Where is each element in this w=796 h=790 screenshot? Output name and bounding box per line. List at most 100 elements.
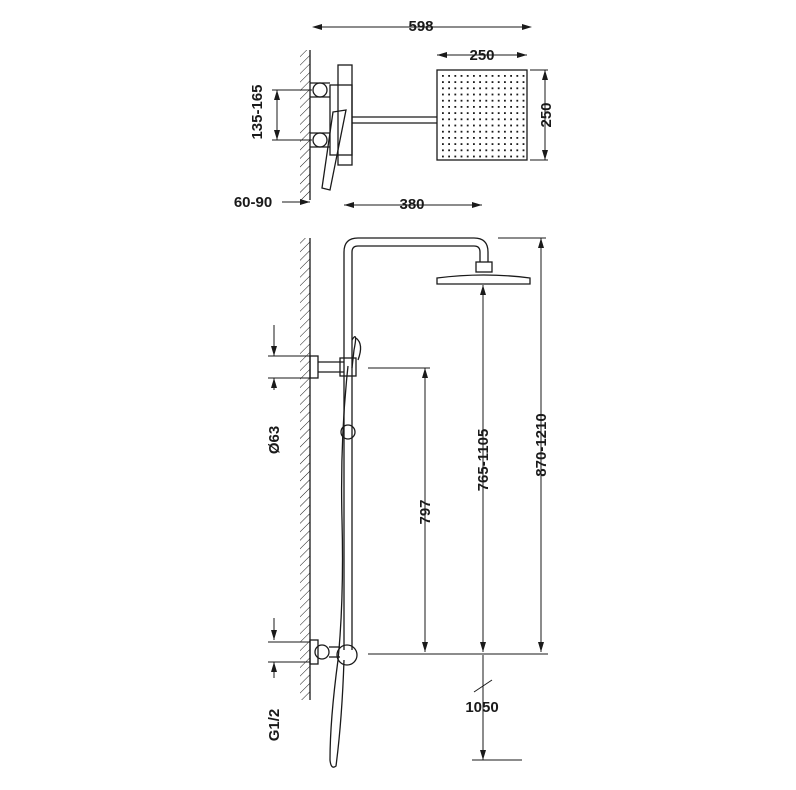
nozzle-dot [454,124,457,127]
hand-shower-holder [340,336,362,440]
nozzle-dot [460,81,463,83]
nozzle-dot [485,143,488,145]
nozzle-dot [442,137,444,139]
lower-valve [309,639,358,666]
nozzle-dot [522,87,525,90]
nozzle-dot [491,99,494,102]
nozzle-dot [504,81,506,83]
nozzle-dot [473,93,475,96]
nozzle-dot [504,87,506,90]
nozzle-dot [497,87,500,90]
nozzle-dot [466,149,469,152]
nozzle-dot [491,149,494,152]
label-wall-plate: Ø63 [266,426,283,454]
shower-hose [329,365,349,768]
nozzle-dot [454,118,457,121]
nozzle-dot [516,155,519,158]
nozzle-dot [454,137,457,139]
shower-head-top [436,69,528,161]
nozzle-dot [479,149,481,152]
nozzle-dot [442,93,444,96]
nozzle-dot [473,99,475,102]
nozzle-dot [510,99,512,102]
nozzle-dot [442,143,444,145]
nozzle-dot [516,130,519,133]
nozzle-dot [510,81,512,83]
nozzle-dot [491,112,494,114]
nozzle-dot [479,137,481,139]
nozzle-dot [460,143,463,145]
nozzle-dot [516,75,519,77]
nozzle-dot [516,112,519,114]
riser-pipe [343,237,489,650]
nozzle-dot [448,75,450,77]
nozzle-dot [510,124,512,127]
upper-wall-bracket [309,355,357,379]
nozzle-dot [516,81,519,83]
nozzle-dot [485,124,488,127]
nozzle-dot [491,124,494,127]
nozzle-dot [497,137,500,139]
nozzle-dot [473,87,475,90]
nozzle-dot [497,155,500,158]
nozzle-dot [460,75,463,77]
nozzle-dot [497,81,500,83]
nozzle-dot [479,118,481,121]
label-head-height: 765-1105 [475,429,492,492]
nozzle-dot [522,137,525,139]
nozzle-dot [460,106,463,108]
nozzle-dot [448,106,450,108]
nozzle-dot [448,137,450,139]
nozzle-dot [479,87,481,90]
nozzle-dot [442,75,444,77]
nozzle-dot [466,106,469,108]
nozzle-dot [466,112,469,114]
nozzle-dot [510,149,512,152]
nozzle-dot [504,155,506,158]
nozzle-dot [442,81,444,83]
nozzle-dot [510,137,512,139]
nozzle-dot [454,149,457,152]
nozzle-dot [516,124,519,127]
nozzle-dot [504,130,506,133]
nozzle-dot [473,124,475,127]
nozzle-dot [460,87,463,90]
nozzle-dot [504,106,506,108]
nozzle-dot [454,75,457,77]
nozzle-dot [516,87,519,90]
nozzle-dot [448,155,450,158]
nozzle-dot [448,124,450,127]
nozzle-dot [510,93,512,96]
nozzle-dot [510,75,512,77]
nozzle-dot [448,99,450,102]
label-arm-projection: 380 [399,196,424,213]
nozzle-dot [504,124,506,127]
nozzle-dot [454,93,457,96]
nozzle-dot [522,93,525,96]
nozzle-dot [497,99,500,102]
nozzle-dot [491,155,494,158]
nozzle-dot [460,130,463,133]
wall-hatch-side [300,238,310,700]
nozzle-dot [466,99,469,102]
nozzle-dot [485,87,488,90]
nozzle-dot [516,106,519,108]
nozzle-dot [448,81,450,83]
nozzle-dot [460,137,463,139]
nozzle-dot [485,75,488,77]
nozzle-dot [516,149,519,152]
nozzle-dot [479,124,481,127]
nozzle-dot [497,149,500,152]
nozzle-dot [522,124,525,127]
nozzle-dot [497,118,500,121]
nozzle-dot [466,155,469,158]
nozzle-dot [460,112,463,114]
nozzle-dot [485,99,488,102]
nozzle-dot [466,93,469,96]
nozzle-dot [466,137,469,139]
nozzle-dot [473,155,475,158]
nozzle-dot [491,75,494,77]
nozzle-dot [442,130,444,133]
nozzle-dot [473,118,475,121]
nozzle-dot [448,118,450,121]
